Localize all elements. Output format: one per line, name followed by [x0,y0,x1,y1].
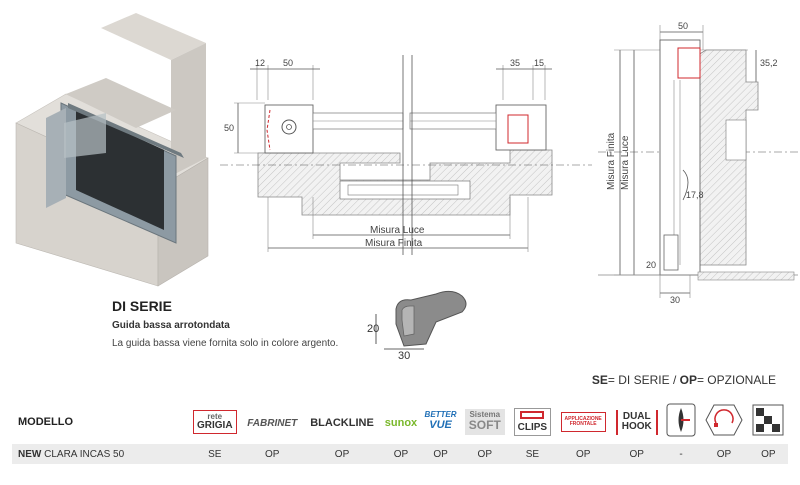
plan-misura-finita: Misura Finita [365,238,423,249]
black-label: BLACK [310,417,349,429]
legend: SE= DI SERIE / OP= OPZIONALE [592,373,776,387]
value-sunox: OP [393,448,409,460]
applicazione-label: APPLICAZIONE [564,415,602,422]
plan-dim-15: 15 [534,58,544,68]
table-header-row: MODELLO rete GRIGIA FABRINET BLACKLINE s… [12,400,788,444]
guide-name: Guida bassa arrotondata [112,320,230,331]
plan-misura-luce: Misura Luce [370,225,425,236]
handle-icon [666,403,696,436]
sunox-logo: sunox [384,417,418,429]
line-label: LINE [348,417,374,429]
plan-dim-50-top: 50 [283,58,293,68]
table-row: NEW CLARA INCAS 50 SE OP OP OP OP OP SE … [12,444,788,464]
value-handle: - [679,448,683,460]
rete-label: rete [207,411,223,421]
feature-handle [663,400,700,444]
better-label: BETTER [424,410,457,420]
feature-rete-grigia: rete GRIGIA [188,400,242,444]
sistema-label: Sistema [469,410,501,420]
feature-better-vue: BETTER VUE [421,400,460,444]
guide-dim-30: 30 [398,350,410,360]
feature-sunox: sunox [381,400,421,444]
legend-op-text: = OPZIONALE [696,373,776,387]
value-pattern: OP [761,448,776,460]
model-name: NEW CLARA INCAS 50 [12,444,188,464]
fabrinet-logo: FABRINET [247,418,298,429]
clips-icon [520,411,545,419]
soft-label: SOFT [468,418,501,433]
guide-description: La guida bassa viene fornita solo in col… [112,338,339,349]
section-label-finita: Misura Finita [606,132,617,190]
legend-se-text: = DI SERIE / [607,373,680,387]
value-blackline: OP [334,448,350,460]
feature-sistema-soft: Sistema SOFT [460,400,509,444]
value-fabrinet: OP [265,448,280,460]
legend-op-code: OP [679,373,697,387]
section-dim-17-8: 17,8 [686,190,704,200]
value-applicazione-frontale: OP [575,448,591,460]
plan-dim-12: 12 [255,58,265,68]
section-dim-20: 20 [646,260,656,270]
value-clips: SE [525,448,540,460]
plan-dim-50-side: 50 [224,123,234,133]
feature-rotation [699,400,748,444]
value-rotation: OP [716,448,732,460]
value-dual-hook: OP [629,448,644,460]
section-dim-35-2: 35,2 [760,58,778,68]
legend-se-code: SE [591,373,608,387]
dual-label: DUAL [622,410,651,422]
plan-technical-drawing: 12 50 35 15 50 Misura Luce Misura Finita [220,55,592,255]
feature-blackline: BLACKLINE [303,400,381,444]
feature-applicazione-frontale: APPLICAZIONE FRONTALE [555,400,611,444]
vue-label: VUE [429,418,452,431]
feature-pattern [749,400,788,444]
guide-dim-20: 20 [367,323,379,335]
rotation-icon [705,404,743,435]
section-dim-50: 50 [678,21,688,31]
value-better-vue: OP [433,448,448,460]
section-dim-30: 30 [670,295,680,305]
section-technical-drawing: 50 35,2 Misura Finita Misura Luce 17,8 2… [598,21,798,305]
section-label-luce: Misura Luce [620,135,631,190]
hook-label: HOOK [621,421,652,432]
pattern-icon [752,404,784,435]
frontale-label: FRONTALE [569,421,597,427]
clips-label: CLIPS [517,421,548,433]
model-rest: CLARA INCAS 50 [41,448,125,460]
value-rete-grigia: SE [208,448,222,460]
options-table: MODELLO rete GRIGIA FABRINET BLACKLINE s… [12,400,788,464]
feature-clips: CLIPS [509,400,555,444]
grigia-label: GRIGIA [196,419,233,431]
feature-dual-hook: DUAL HOOK [611,400,663,444]
model-header: MODELLO [18,416,73,428]
di-serie-title: DI SERIE [112,298,172,314]
product-3d-render [15,13,209,287]
value-sistema-soft: OP [477,448,492,460]
guide-profile-image: 20 30 [367,290,467,360]
feature-fabrinet: FABRINET [242,400,303,444]
model-prefix: NEW [18,448,42,460]
plan-dim-35: 35 [510,58,520,68]
